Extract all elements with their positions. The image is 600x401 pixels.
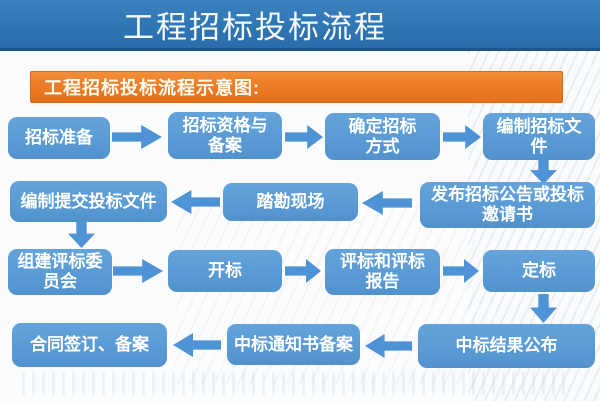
arrow-right-icon bbox=[285, 125, 323, 149]
flow-box-prepare-bidding-documents: 编制招标文 件 bbox=[483, 113, 595, 160]
title-bar: 工程招标投标流程 bbox=[0, 0, 600, 51]
arrow-left-icon bbox=[171, 190, 220, 214]
arrow-left-icon bbox=[173, 333, 221, 357]
flow-box-prepare-and-submit-tender-documents: 编制提交投标文件 bbox=[10, 181, 167, 222]
section-banner: 工程招标投标流程示意图: bbox=[30, 71, 563, 103]
arrow-right-icon bbox=[112, 125, 162, 149]
arrow-right-icon bbox=[113, 259, 163, 283]
flow-box-form-evaluation-committee: 组建评标委 员会 bbox=[8, 249, 112, 295]
flow-box-determine-bidding-method: 确定招标 方式 bbox=[325, 113, 440, 160]
flow-box-evaluation-and-report: 评标和评标 报告 bbox=[325, 249, 440, 295]
flow-box-contract-signing-and-filing: 合同签订、备案 bbox=[12, 323, 167, 367]
page-title: 工程招标投标流程 bbox=[123, 9, 387, 45]
arrow-down-icon bbox=[530, 158, 557, 184]
arrow-right-icon bbox=[443, 125, 481, 149]
flow-box-bid-qualification-and-filing: 招标资格与 备案 bbox=[168, 112, 282, 159]
arrow-down-icon bbox=[530, 294, 557, 323]
arrow-left-icon bbox=[362, 191, 412, 215]
flow-box-bid-preparation: 招标准备 bbox=[8, 117, 110, 159]
flow-box-publish-announcement-or-invitation: 发布招标公告或投标 邀请书 bbox=[420, 182, 595, 228]
arrow-right-icon bbox=[285, 259, 321, 283]
arrow-right-icon bbox=[443, 259, 479, 283]
flow-box-bid-opening: 开标 bbox=[168, 250, 282, 292]
section-banner-label: 工程招标投标流程示意图: bbox=[44, 78, 260, 98]
flow-box-award-notice-filing: 中标通知书备案 bbox=[227, 324, 360, 365]
flow-box-site-survey: 踏勘现场 bbox=[223, 183, 358, 221]
arrow-left-icon bbox=[365, 334, 412, 358]
arrow-down-icon bbox=[68, 221, 95, 248]
background-bottom-texture bbox=[22, 372, 567, 395]
flow-box-announce-award-result: 中标结果公布 bbox=[418, 324, 595, 368]
flow-box-award-decision: 定标 bbox=[483, 250, 595, 292]
